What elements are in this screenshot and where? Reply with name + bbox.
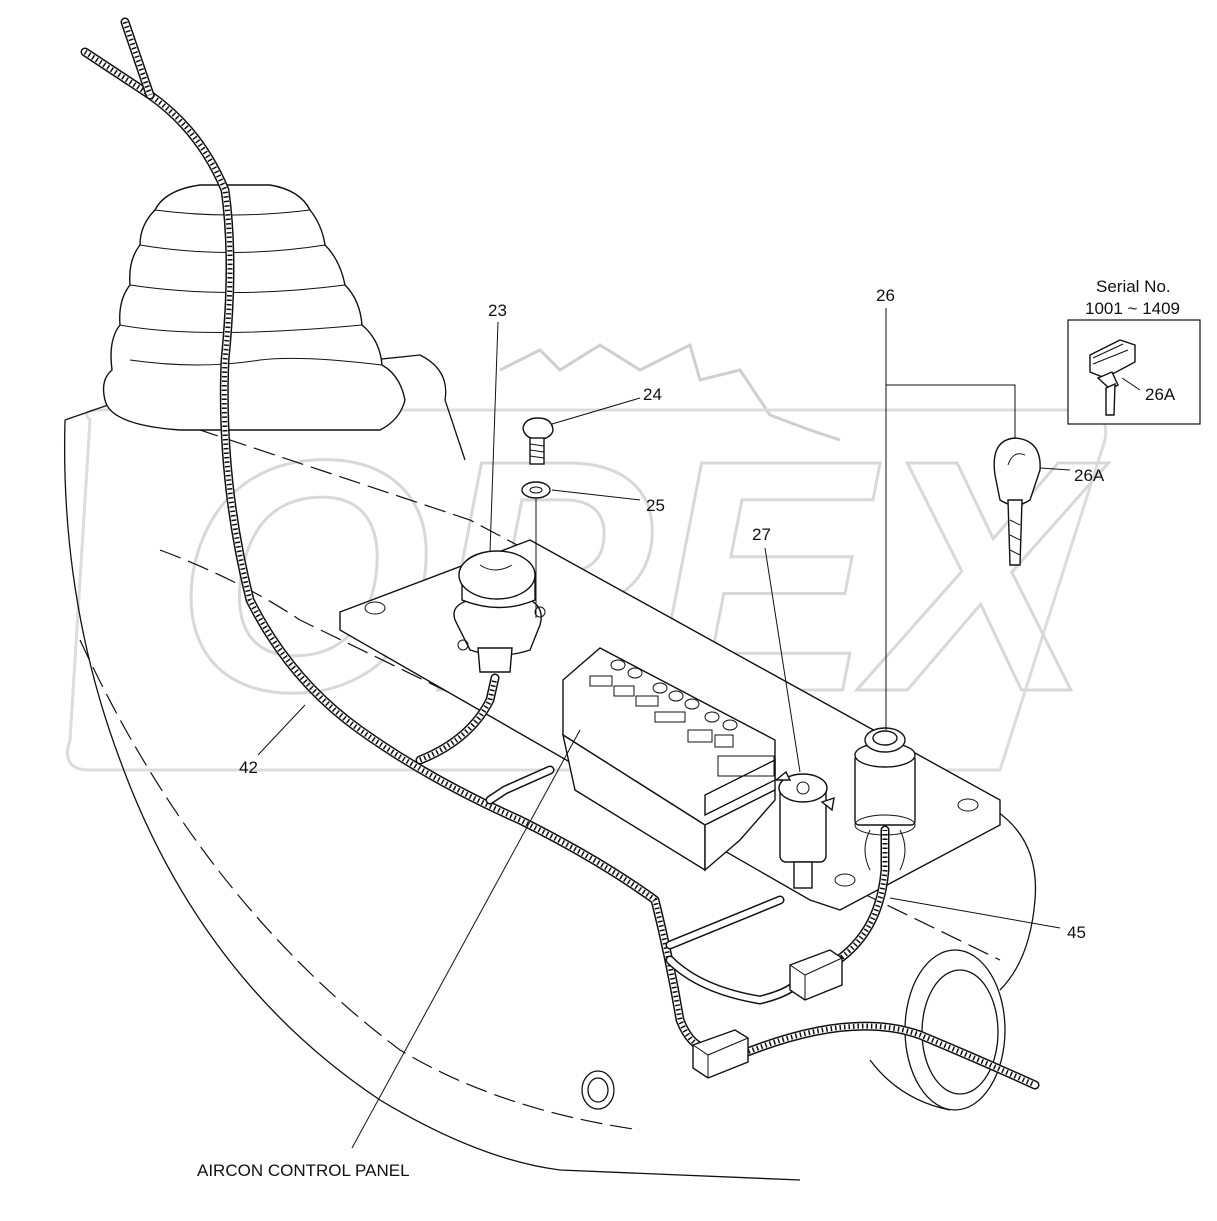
part-27-switch [774,770,835,889]
callout-24: 24 [643,385,662,404]
aircon-control-panel [561,647,776,872]
callout-26a: 26A [1074,466,1105,485]
callout-45: 45 [1067,923,1086,942]
inset-serial-box [1067,319,1201,425]
inset-frame [1067,319,1201,425]
part-25-washer [521,481,551,499]
inset-part-label: 26A [1145,385,1176,404]
inset-key-icon [1089,339,1136,416]
inset-title-line2: 1001 ~ 1409 [1085,299,1180,318]
key-26a [993,437,1041,566]
connector-lower [692,1029,749,1079]
callout-42: 42 [239,758,258,777]
panel-buttons [589,659,775,777]
watermark-gear [499,342,841,442]
callout-23: 23 [488,301,507,320]
caption-aircon-control-panel: AIRCON CONTROL PANEL [197,1161,410,1180]
joystick-boot [102,184,406,431]
console-body [64,354,1037,1181]
callout-25: 25 [646,496,665,515]
connector-upper [789,949,843,1001]
harness-42 [80,17,1040,1090]
part-23-buzzer [453,550,546,673]
callout-27: 27 [752,525,771,544]
callout-26: 26 [876,286,895,305]
part-26-ignition-switch [854,727,916,836]
part-24-screw [522,417,554,465]
leader-lines [257,308,1141,1149]
inset-title-line1: Serial No. [1096,277,1171,296]
harness-45 [833,825,906,965]
